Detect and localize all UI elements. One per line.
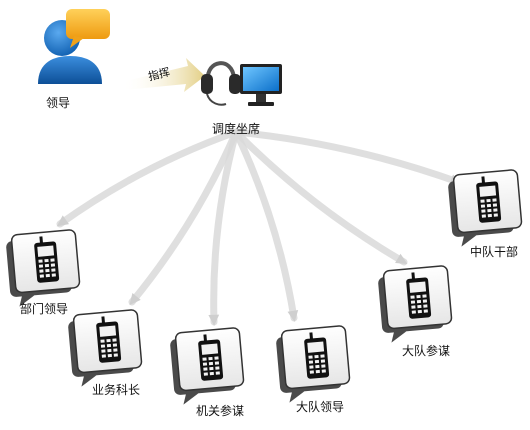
- phone-card-6: [448, 169, 523, 247]
- mobile-phone-icon: [406, 272, 432, 319]
- dispatch-arrowhead: [395, 253, 408, 265]
- dispatch-arrowhead: [287, 310, 299, 322]
- dispatch-arrow: [210, 128, 240, 326]
- dispatch-arrowhead: [129, 293, 141, 306]
- mobile-phone-icon: [34, 236, 60, 283]
- target-label-5: 大队参谋: [402, 344, 451, 358]
- dispatch-arrow: [232, 128, 298, 322]
- dispatch-arrowhead: [208, 314, 220, 326]
- monitor-icon: [240, 64, 282, 106]
- phone-card-3: [170, 327, 245, 405]
- dispatch-arrowhead: [56, 215, 69, 227]
- phone-card-4: [276, 325, 351, 403]
- target-label-6: 中队干部: [470, 245, 519, 259]
- dispatch-arrow: [232, 128, 462, 186]
- leader-label: 领导: [46, 96, 71, 110]
- dispatch-arrow: [56, 128, 240, 228]
- target-label-3: 机关参谋: [196, 404, 245, 418]
- target-label-4: 大队领导: [296, 400, 345, 414]
- phone-cards: [6, 169, 523, 405]
- headset-icon: [201, 61, 241, 106]
- command-arrow: [122, 58, 205, 92]
- dispatch-label: 调度坐席: [212, 122, 261, 136]
- dispatch-arrow: [232, 128, 408, 266]
- phone-card-2: [68, 309, 143, 387]
- phone-card-5: [378, 265, 453, 343]
- dispatch-arrow: [128, 128, 240, 306]
- phone-card-1: [6, 229, 81, 307]
- mobile-phone-icon: [96, 316, 122, 363]
- leader-speech-bubble-icon: [66, 9, 110, 48]
- target-label-2: 业务科长: [92, 383, 141, 397]
- mobile-phone-icon: [304, 332, 330, 379]
- mobile-phone-icon: [198, 334, 224, 381]
- mobile-phone-icon: [476, 176, 502, 223]
- target-label-1: 部门领导: [20, 302, 69, 316]
